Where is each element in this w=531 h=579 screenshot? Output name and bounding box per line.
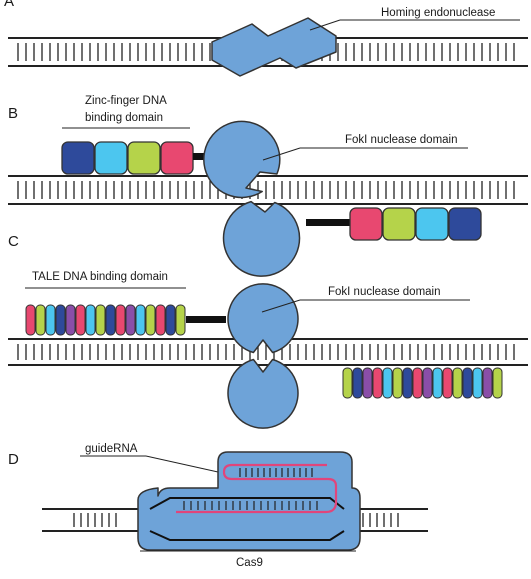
tale-repeat (65, 304, 76, 336)
tale-repeat (362, 367, 373, 399)
tale-repeat (472, 367, 483, 399)
dna-b (8, 175, 528, 205)
homing-endonuclease-shape (211, 17, 337, 77)
zinc-finger-module (61, 141, 95, 175)
linker-lower (306, 219, 352, 226)
tale-repeat (402, 367, 413, 399)
tale-repeat (165, 304, 176, 336)
pointer-homing (309, 19, 341, 31)
tale-repeat (342, 367, 353, 399)
tale-repeat (55, 304, 66, 336)
panel-letter-a: A (4, 0, 14, 10)
zinc-finger-module (448, 207, 482, 241)
tale-repeat (175, 304, 186, 336)
label-tale: TALE DNA binding domain (32, 271, 168, 283)
zinc-finger-array-lower (349, 207, 482, 241)
zinc-finger-module (415, 207, 449, 241)
tale-repeat (492, 367, 503, 399)
label-guiderna: guideRNA (85, 443, 138, 455)
zinc-finger-module (160, 141, 194, 175)
tale-repeat (25, 304, 36, 336)
tale-repeat (432, 367, 443, 399)
tale-repeat (145, 304, 156, 336)
tale-array-lower (342, 367, 503, 399)
tale-repeat (422, 367, 433, 399)
tale-repeat (125, 304, 136, 336)
panel-d: D guideRNA Cas9 (8, 443, 428, 569)
tale-linker-upper (186, 316, 226, 323)
fokI-domain-shape (227, 283, 299, 354)
zinc-finger-module (349, 207, 383, 241)
tale-repeat (105, 304, 116, 336)
label-zinc-finger-1: Zinc-finger DNA (85, 95, 167, 107)
pointer-fokI-c (261, 299, 301, 313)
tale-repeat (352, 367, 363, 399)
cas9-shape (137, 451, 361, 551)
zinc-finger-module (382, 207, 416, 241)
label-homing-endonuclease: Homing endonuclease (381, 7, 495, 19)
fokI-domain-shape (222, 200, 301, 277)
tale-repeat (462, 367, 473, 399)
dna-c (8, 338, 528, 366)
label-fokI-b: FokI nuclease domain (345, 134, 458, 146)
tale-repeat (412, 367, 423, 399)
tale-repeat (85, 304, 96, 336)
tale-repeat (45, 304, 56, 336)
label-cas9: Cas9 (236, 557, 263, 569)
tale-repeat (95, 304, 106, 336)
panel-c: C TALE DNA binding domain FokI nuclease … (8, 233, 528, 429)
label-fokI-c: FokI nuclease domain (328, 286, 441, 298)
zinc-finger-module (127, 141, 161, 175)
tale-repeat (382, 367, 393, 399)
tale-repeat (135, 304, 146, 336)
fokI-domain-shape (203, 120, 281, 199)
tale-repeat (452, 367, 463, 399)
tale-repeat (372, 367, 383, 399)
panel-letter-d: D (8, 451, 19, 468)
label-zinc-finger-2: binding domain (85, 112, 163, 124)
tale-repeat (75, 304, 86, 336)
panel-a: A Homing endonuclease (4, 0, 528, 77)
tale-array-upper (25, 304, 186, 336)
fokI-domain-shape (227, 358, 299, 429)
zinc-finger-module (94, 141, 128, 175)
tale-repeat (442, 367, 453, 399)
panel-letter-c: C (8, 233, 19, 250)
pointer-guiderna (145, 455, 219, 473)
tale-repeat (35, 304, 46, 336)
tale-repeat (482, 367, 493, 399)
guiderna-strand (176, 463, 338, 514)
tale-repeat (115, 304, 126, 336)
panel-letter-b: B (8, 105, 18, 122)
panel-b: B Zinc-finger DNA binding domain FokI nu… (8, 95, 528, 277)
zinc-finger-array-upper (61, 141, 194, 175)
tale-repeat (155, 304, 166, 336)
tale-repeat (392, 367, 403, 399)
pointer-fokI-b (262, 147, 301, 161)
dna-strand-bottom-in-cas9 (149, 530, 345, 541)
